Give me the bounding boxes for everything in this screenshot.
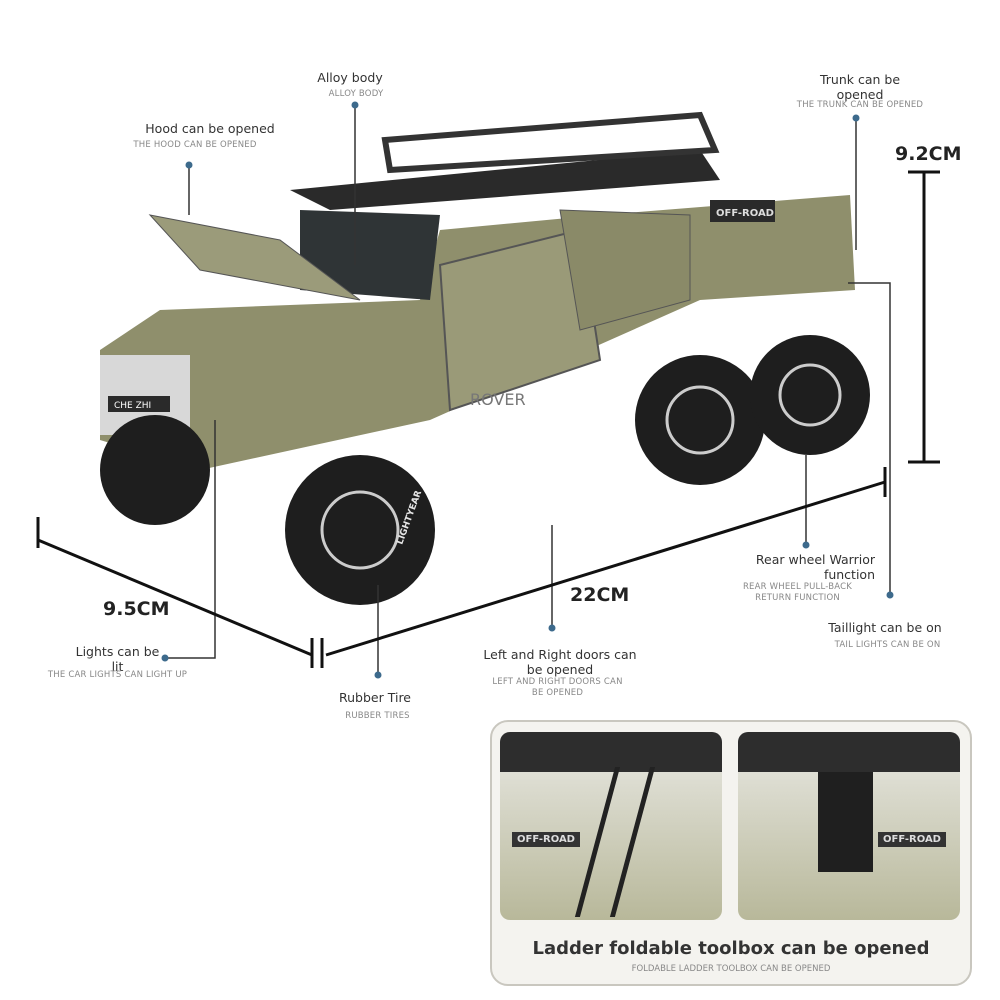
width-dimension: 9.5CM — [103, 598, 170, 620]
taillight-subtitle: TAIL LIGHTS CAN BE ON — [834, 640, 941, 650]
lights-subtitle: THE CAR LIGHTS CAN LIGHT UP — [47, 670, 188, 680]
tire-title: Rubber Tire — [339, 690, 411, 705]
rear-wheel-title: Rear wheel Warrior function — [755, 552, 875, 582]
side-badge: OFF-ROAD — [716, 208, 774, 219]
door-text: ROVER — [470, 390, 526, 409]
alloy-body-title: Alloy body — [317, 70, 383, 85]
toy-car-image: ROVER OFF-ROAD LIGHTYEAR CHE ZHI — [100, 111, 870, 605]
dimension-lines — [36, 170, 940, 668]
doors-title: Left and Right doors can be opened — [483, 647, 637, 677]
hood-title: Hood can be opened — [145, 121, 275, 136]
ladder-panel-badge: OFF-ROAD — [512, 832, 580, 847]
rear-wheel-subtitle: REAR WHEEL PULL-BACK RETURN FUNCTION — [742, 582, 853, 603]
inset-title: Ladder foldable toolbox can be opened — [532, 938, 930, 959]
plate-text: CHE ZHI — [114, 401, 151, 411]
toolbox-photo: OFF-ROAD — [738, 732, 960, 920]
toolbox-panel-badge: OFF-ROAD — [878, 832, 946, 847]
tires — [100, 335, 870, 605]
taillight-title: Taillight can be on — [828, 620, 942, 635]
callout-dots — [161, 101, 894, 679]
doors-subtitle: LEFT AND RIGHT DOORS CAN BE OPENED — [492, 677, 623, 698]
feature-inset: OFF-ROAD OFF-ROAD Ladder foldable toolbo… — [490, 720, 972, 986]
trunk-title: Trunk can be opened — [819, 72, 901, 102]
tire-subtitle: RUBBER TIRES — [345, 711, 410, 721]
lights-title: Lights can be lit — [75, 644, 160, 674]
trunk-subtitle: THE TRUNK CAN BE OPENED — [796, 100, 924, 110]
inset-subtitle: FOLDABLE LADDER TOOLBOX CAN BE OPENED — [631, 964, 831, 974]
length-dimension: 22CM — [570, 584, 630, 606]
alloy-body-subtitle: ALLOY BODY — [328, 89, 384, 99]
ladder-photo: OFF-ROAD — [500, 732, 722, 920]
height-dimension: 9.2CM — [895, 143, 962, 165]
hood-subtitle: THE HOOD CAN BE OPENED — [133, 140, 257, 150]
